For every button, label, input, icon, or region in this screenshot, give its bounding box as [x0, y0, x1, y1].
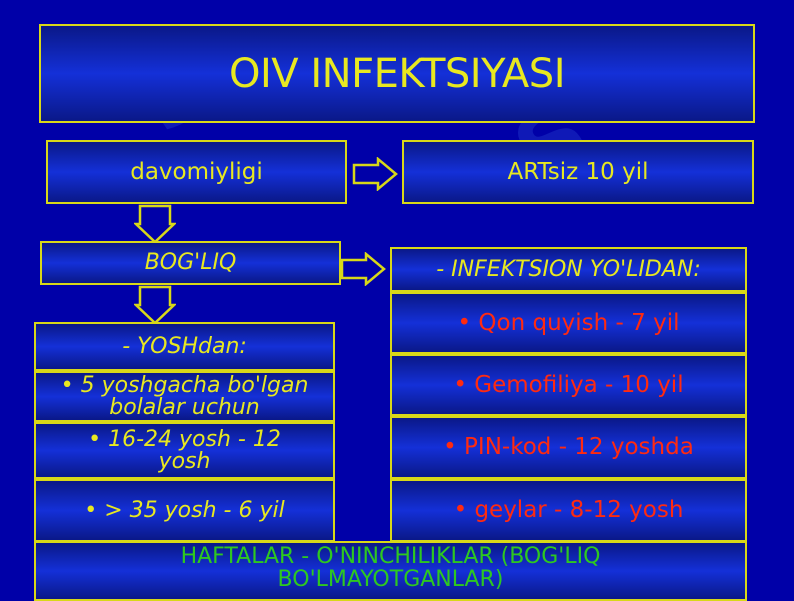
arrow-right-icon	[352, 157, 398, 191]
infection-item: • Gemofiliya - 10 yil	[453, 371, 684, 398]
infection-item-box: • PIN-kod - 12 yoshda	[390, 416, 747, 479]
infektsion-header: - INFEKTSION YO'LIDAN:	[436, 256, 701, 282]
infection-item-box: • Qon quyish - 7 yil	[390, 292, 747, 354]
yoshdan-header: - YOSHdan:	[122, 333, 247, 359]
age-item: • 5 yoshgacha bo'lgan bolalar uchun	[60, 372, 309, 420]
age-item-box: • 5 yoshgacha bo'lgan bolalar uchun	[34, 371, 335, 422]
bogliq-label: BOG'LIQ	[144, 250, 237, 275]
arrow-down-icon	[134, 285, 176, 325]
infektsion-header-box: - INFEKTSION YO'LIDAN:	[390, 247, 747, 292]
artsiz-label: ARTsiz 10 yil	[507, 158, 649, 185]
arrow-right-icon	[340, 252, 386, 286]
footer-box: HAFTALAR - O'NINCHILIKLAR (BOG'LIQ BO'LM…	[34, 541, 747, 601]
page-title: OIV INFEKTSIYASI	[229, 50, 565, 97]
footer-label: HAFTALAR - O'NINCHILIKLAR (BOG'LIQ BO'LM…	[180, 544, 601, 593]
yoshdan-header-box: - YOSHdan:	[34, 322, 335, 371]
age-item: • > 35 yosh - 6 yil	[84, 497, 285, 523]
davomiyligi-box: davomiyligi	[46, 140, 347, 204]
age-item-box: • > 35 yosh - 6 yil	[34, 479, 335, 542]
age-item-box: • 16-24 yosh - 12 yosh	[34, 422, 335, 479]
age-item: • 16-24 yosh - 12 yosh	[88, 426, 281, 474]
infection-item: • PIN-kod - 12 yoshda	[443, 434, 694, 460]
infection-item: • Qon quyish - 7 yil	[457, 309, 680, 336]
infection-item: • geylar - 8-12 yosh	[453, 497, 684, 523]
artsiz-box: ARTsiz 10 yil	[402, 140, 754, 204]
infection-item-box: • geylar - 8-12 yosh	[390, 479, 747, 542]
infection-item-box: • Gemofiliya - 10 yil	[390, 354, 747, 416]
davomiyligi-label: davomiyligi	[130, 158, 263, 185]
bogliq-box: BOG'LIQ	[40, 241, 341, 285]
arrow-down-icon	[134, 204, 176, 244]
title-box: OIV INFEKTSIYASI	[39, 24, 755, 123]
